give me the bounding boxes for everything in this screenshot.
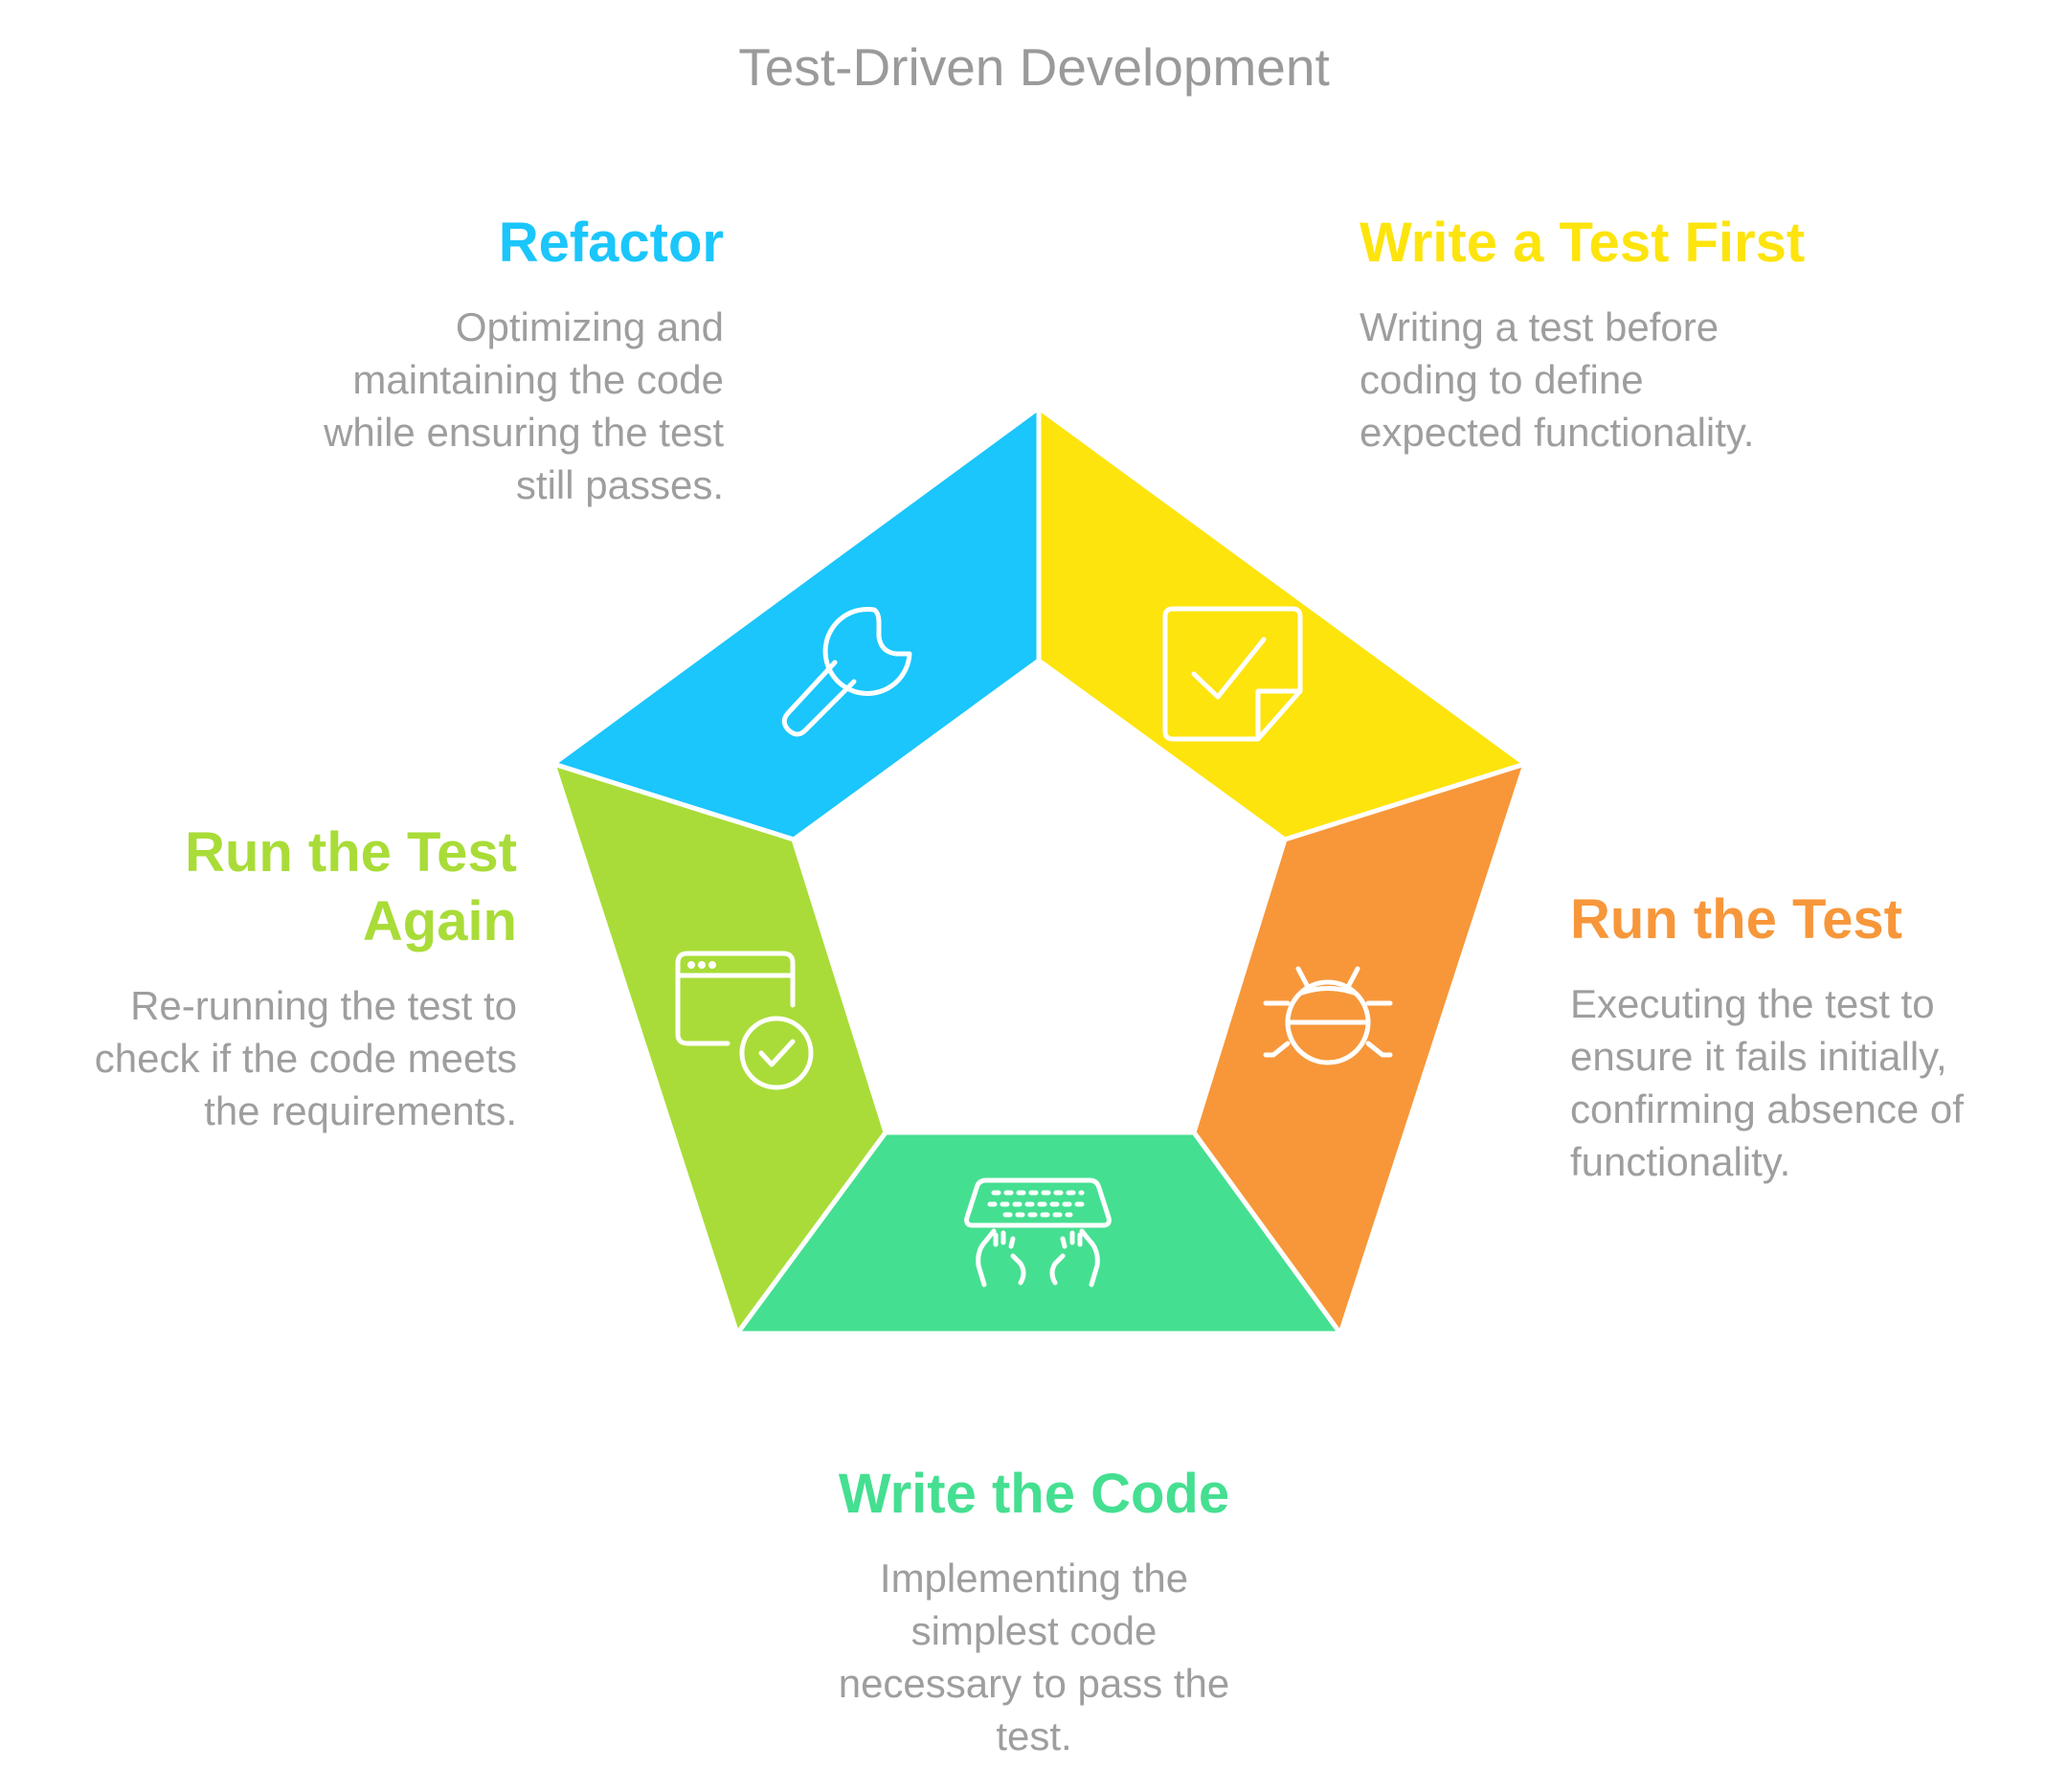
step-write-test-heading: Write a Test First (1360, 212, 1806, 274)
desc-line: maintaining the code (352, 357, 724, 402)
desc-line: functionality. (1570, 1139, 1791, 1184)
step-write-code-heading: Write the Code (838, 1463, 1230, 1525)
segment-run-again (551, 761, 888, 1336)
heading-line: Again (362, 890, 517, 952)
browser-check-icon (675, 951, 814, 1090)
desc-line: Executing the test to (1570, 981, 1935, 1026)
desc-line: confirming absence of (1570, 1086, 1964, 1131)
wrench-icon (781, 606, 912, 737)
desc-line: ensure it fails initially, (1570, 1034, 1947, 1079)
step-run-again-description: Re-running the test to check if the code… (38, 979, 517, 1137)
desc-line: the requirements. (204, 1088, 517, 1133)
step-refactor: Refactor Optimizing and maintaining the … (191, 209, 724, 511)
diagram-title: Test-Driven Development (738, 37, 1330, 97)
desc-line: check if the code meets (94, 1036, 517, 1081)
step-refactor-heading: Refactor (498, 212, 724, 274)
step-write-code-description: Implementing the simplest code necessary… (795, 1552, 1273, 1762)
step-refactor-description: Optimizing and maintaining the code whil… (191, 301, 724, 511)
desc-line: necessary to pass the (838, 1661, 1230, 1706)
desc-line: Optimizing and (455, 304, 724, 349)
desc-line: Writing a test before (1360, 304, 1720, 349)
step-run-test-description: Executing the test to ensure it fails in… (1570, 977, 2020, 1188)
desc-line: coding to define (1360, 357, 1644, 402)
desc-line: while ensuring the test (324, 410, 724, 455)
step-run-the-test: Run the Test Executing the test to ensur… (1570, 885, 2020, 1188)
heading-line: Run the Test (185, 821, 517, 884)
step-run-again-heading: Run the Test Again (38, 818, 517, 956)
step-write-test-description: Writing a test before coding to define e… (1360, 301, 1896, 459)
bug-icon (1263, 966, 1393, 1065)
desc-line: simplest code (910, 1608, 1158, 1653)
step-write-the-code: Write the Code Implementing the simplest… (795, 1460, 1273, 1762)
checked-document-icon (1162, 606, 1303, 742)
desc-line: Implementing the (879, 1556, 1189, 1601)
step-run-test-heading: Run the Test (1570, 888, 1902, 951)
keyboard-hands-icon (964, 1177, 1112, 1288)
step-run-the-test-again: Run the Test Again Re-running the test t… (38, 818, 517, 1137)
desc-line: expected functionality. (1360, 410, 1755, 455)
segment-write-test (1036, 405, 1528, 842)
desc-line: still passes. (515, 462, 724, 507)
desc-line: test. (996, 1714, 1072, 1758)
desc-line: Re-running the test to (130, 983, 517, 1028)
step-write-test-first: Write a Test First Writing a test before… (1360, 209, 1896, 459)
